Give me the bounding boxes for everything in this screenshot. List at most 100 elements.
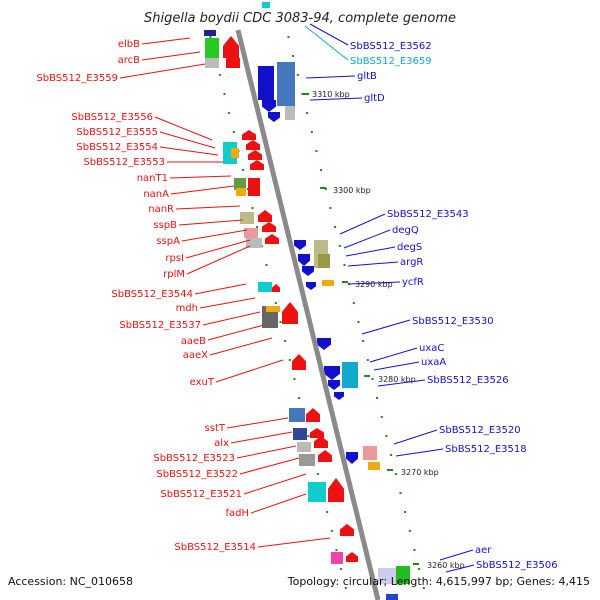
leader-line <box>236 445 297 459</box>
leader-line <box>194 283 247 295</box>
gene-block <box>266 306 280 312</box>
length-value: 4,615,997 bp <box>435 575 510 588</box>
scale-dot <box>338 245 341 247</box>
gene-arrow <box>324 366 340 380</box>
gene-label: SbBS512_E3555 <box>76 127 158 138</box>
gene-block <box>234 178 246 190</box>
right-label-leaders <box>304 23 475 573</box>
gene-block <box>262 2 270 8</box>
gene-block <box>299 454 315 466</box>
accession-label: Accession: <box>8 575 67 588</box>
gene-arrow <box>314 436 328 448</box>
gene-label: SbBS512_E3559 <box>36 73 118 84</box>
scale-dot <box>326 511 329 513</box>
gene-label: nanR <box>148 204 174 215</box>
kbp-markers: 3310 kbp 3300 kbp 3290 kbp 3280 kbp 3270… <box>312 90 465 570</box>
scale-dot <box>329 207 332 209</box>
gene-arrow <box>298 254 310 266</box>
leader-line <box>439 549 474 561</box>
gene-label: uxaA <box>421 357 446 368</box>
gene-label: elbB <box>118 39 140 50</box>
scale-dot <box>399 492 402 494</box>
map-title: Shigella boydii CDC 3083-94, complete ge… <box>144 11 456 26</box>
leader-line <box>345 246 396 257</box>
kbp-tick <box>364 375 370 377</box>
gene-arrow <box>272 284 280 292</box>
gene-block <box>289 408 305 422</box>
scale-dot <box>371 378 374 380</box>
gene-label: SbBS512_E3520 <box>439 425 521 436</box>
gene-label: aaeB <box>181 336 206 347</box>
gene-label: SbBS512_E3554 <box>76 142 158 153</box>
gene-arrow <box>246 140 260 150</box>
leader-line <box>141 37 191 45</box>
kbp-label: 3300 kbp <box>333 186 371 195</box>
gene-block <box>368 462 380 470</box>
scale-ticks <box>209 36 425 589</box>
gene-block <box>331 552 343 564</box>
leader-line <box>119 63 206 79</box>
scale-dot <box>232 131 235 133</box>
gene-label: fadH <box>225 508 249 519</box>
scale-dot <box>301 93 304 95</box>
gene-label: exuT <box>190 377 215 388</box>
gene-label: SbBS512_E3514 <box>174 542 256 553</box>
gene-block <box>205 38 219 58</box>
accession-value: NC_010658 <box>69 575 134 588</box>
scale-dot <box>380 416 383 418</box>
gene-arrow <box>223 36 239 58</box>
gene-label: sspB <box>153 220 177 231</box>
gene-block <box>244 228 258 238</box>
gene-arrow <box>328 380 340 390</box>
scale-dot <box>413 549 416 551</box>
leader-line <box>361 319 411 335</box>
gene-arrow <box>340 524 354 536</box>
gene-block <box>285 106 295 120</box>
gene-arrow <box>265 234 279 244</box>
gene-label: SbBS512_E3544 <box>111 289 193 300</box>
gene-label: SbBS512_E3506 <box>476 560 558 571</box>
gene-arrow <box>306 282 316 290</box>
gene-label: nanT1 <box>137 173 168 184</box>
gene-block <box>248 178 260 196</box>
gene-arrow <box>242 130 256 140</box>
scale-dot <box>422 587 425 589</box>
kbp-tick <box>342 281 348 283</box>
kbp-label: 3290 kbp <box>355 280 393 289</box>
leader-line <box>175 205 241 210</box>
scale-dot <box>362 340 365 342</box>
gene-label: sstT <box>205 423 226 434</box>
gene-label: argR <box>400 257 423 268</box>
gene-label: degS <box>397 242 422 253</box>
leader-line <box>209 337 273 356</box>
scale-dot <box>335 549 338 551</box>
leader-line <box>339 213 386 235</box>
leader-line <box>185 239 251 259</box>
scale-dot <box>296 74 299 76</box>
scale-dot <box>218 74 221 76</box>
gene-block <box>240 212 254 224</box>
gene-label: mdh <box>176 303 198 314</box>
gene-block <box>378 568 396 584</box>
scale-dot <box>390 454 393 456</box>
gene-label: SbBS512_E3543 <box>387 209 469 220</box>
scale-dot <box>284 340 287 342</box>
left-label-leaders <box>119 37 331 548</box>
gene-label: SbBS512_E3521 <box>160 489 242 500</box>
gene-label: SbBS512_E3518 <box>445 444 527 455</box>
gene-arrow <box>268 112 280 122</box>
leader-line <box>186 245 251 275</box>
leader-line <box>239 457 300 475</box>
scale-dot <box>256 226 259 228</box>
gene-label: SbBS512_E3562 <box>350 41 432 52</box>
genes-value: 4,415 <box>558 575 591 588</box>
gene-features <box>204 2 410 600</box>
gene-block <box>308 482 326 502</box>
gene-block <box>297 442 311 452</box>
scale-dot <box>376 397 379 399</box>
gene-arrow <box>318 450 332 462</box>
kbp-label: 3270 kbp <box>401 468 439 477</box>
gene-arrow <box>346 552 358 562</box>
gene-label: uxaC <box>419 343 444 354</box>
